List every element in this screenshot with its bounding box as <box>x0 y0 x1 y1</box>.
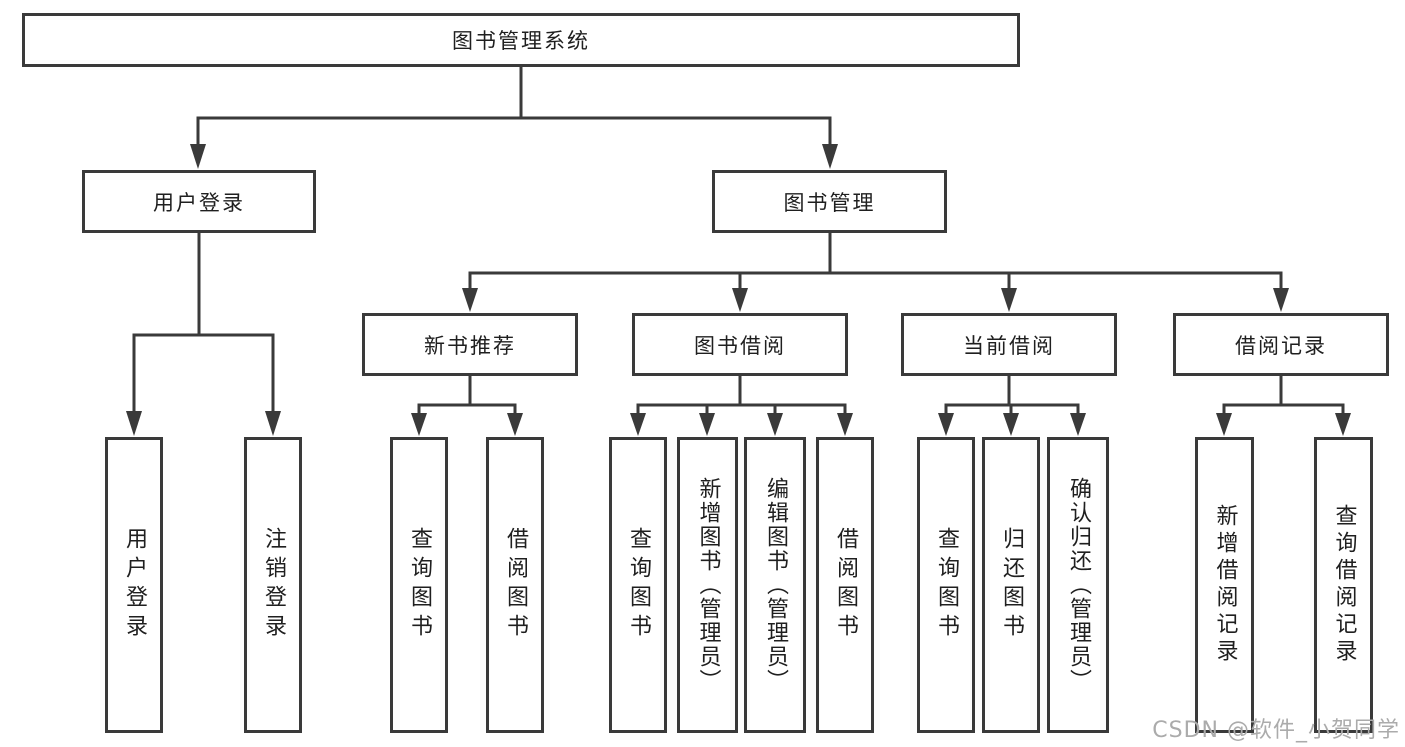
leaf-edit-books-admin: 编辑图书（管理员） <box>744 437 806 733</box>
leaf-return-books: 归还图书 <box>982 437 1040 733</box>
node-current-borrowing: 当前借阅 <box>901 313 1117 376</box>
node-user-login: 用户登录 <box>82 170 316 233</box>
node-book-management: 图书管理 <box>712 170 947 233</box>
leaf-add-books-admin: 新增图书（管理员） <box>677 437 738 733</box>
leaf-query-borrow-record: 查询借阅记录 <box>1314 437 1373 733</box>
node-borrowing-records: 借阅记录 <box>1173 313 1389 376</box>
leaf-add-borrow-record: 新增借阅记录 <box>1195 437 1254 733</box>
leaf-query-books-recommend: 查询图书 <box>390 437 448 733</box>
leaf-query-books-borrowing: 查询图书 <box>609 437 667 733</box>
leaf-confirm-return-admin: 确认归还（管理员） <box>1047 437 1109 733</box>
leaf-user-login: 用户登录 <box>105 437 163 733</box>
leaf-borrow-books-borrowing: 借阅图书 <box>816 437 874 733</box>
leaf-logout: 注销登录 <box>244 437 302 733</box>
leaf-borrow-books-recommend: 借阅图书 <box>486 437 544 733</box>
node-new-book-recommendation: 新书推荐 <box>362 313 578 376</box>
node-book-borrowing: 图书借阅 <box>632 313 848 376</box>
node-library-management-system: 图书管理系统 <box>22 13 1020 67</box>
watermark: CSDN @软件_小贺同学 <box>1152 718 1400 743</box>
leaf-query-books-current: 查询图书 <box>917 437 975 733</box>
